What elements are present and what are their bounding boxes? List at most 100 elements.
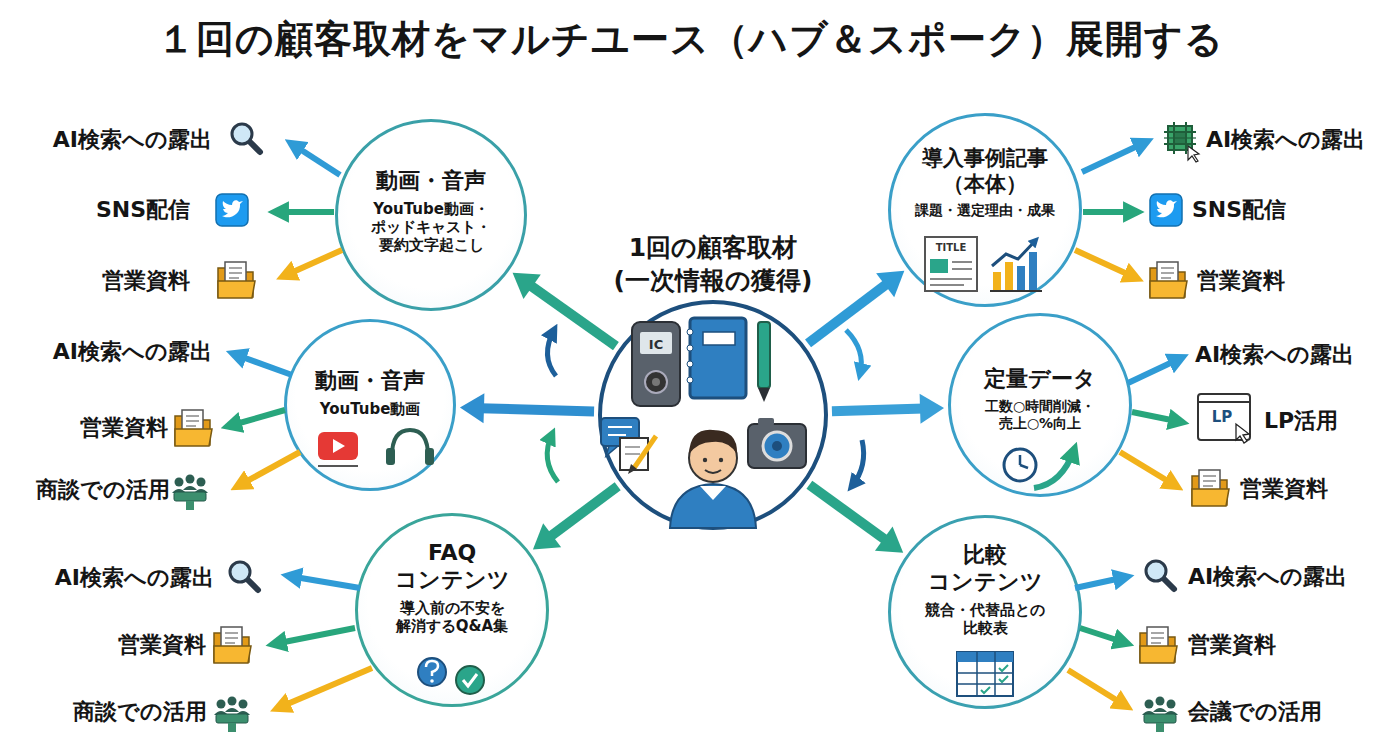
illustration-part [1120, 452, 1176, 486]
illustration-part [608, 426, 632, 428]
illustration-part [1132, 412, 1181, 422]
illustration-part [1017, 266, 1025, 290]
circle-heading: 動画・音声 [346, 168, 516, 195]
arrow-head [533, 523, 561, 549]
output-label: 会議での活用 [1188, 701, 1322, 723]
illustration-part [1164, 122, 1199, 162]
icon-label: IC [649, 338, 663, 351]
illustration-part [703, 332, 735, 345]
illustration-part [234, 354, 292, 375]
illustration-part [1068, 670, 1126, 706]
circle-body: YouTube動画 [295, 400, 445, 418]
illustration-part [333, 439, 345, 453]
illustration-part [625, 446, 640, 448]
circle-heading: FAQ コンテンツ [387, 540, 517, 594]
illustration-part [238, 452, 300, 486]
illustration-part [930, 259, 948, 273]
illustration-part [930, 278, 972, 280]
hub-connector [460, 393, 594, 423]
arrow-head [460, 393, 484, 423]
output-label: 営業資料 [80, 417, 168, 439]
circle-heading: 導入事例記事 （本体） [910, 146, 1060, 197]
circle-heading: 動画・音声 [295, 368, 445, 395]
illustration-part [758, 418, 774, 426]
illustration-part [645, 371, 667, 393]
illustration-part [763, 432, 791, 460]
illustration-part [846, 330, 861, 374]
illustration-part [425, 448, 434, 465]
illustration-part [232, 124, 260, 152]
output-label: 商談での活用 [36, 479, 170, 501]
illustration-part [1005, 262, 1013, 290]
hub-connector [513, 273, 616, 346]
illustration-part [1075, 250, 1136, 278]
illustration-part [976, 652, 978, 696]
hub-connector [808, 271, 904, 344]
spoke-circle: FAQ コンテンツ導入前の不安を解消するQ&A集 [355, 513, 549, 707]
circle-body: YouTube動画・ポッドキャスト・要約文字起こし [367, 200, 495, 255]
spoke-icons [172, 122, 1250, 732]
circle-body: 工数○時間削減・売上○%向上 [979, 398, 1101, 432]
hub-connector [533, 486, 618, 549]
illustration-part [719, 458, 723, 462]
illustration-part [957, 672, 1013, 674]
connector-line [549, 486, 618, 537]
output-label: AI検索への露出 [1206, 129, 1365, 151]
table-icon [957, 652, 1013, 696]
illustration-part [292, 144, 340, 175]
illustration-part [957, 683, 1013, 685]
illustration-part [748, 424, 806, 468]
illustration-part [690, 318, 746, 398]
output-label: 営業資料 [1240, 478, 1328, 500]
illustration-part [1198, 401, 1250, 403]
illustration-part [1019, 455, 1022, 465]
illustration-part [994, 652, 996, 696]
illustration-part [687, 361, 693, 367]
illustration-part [386, 448, 395, 465]
connector-line [808, 283, 888, 344]
illustration-part [1075, 577, 1126, 588]
circle-heading: 定量データ [965, 366, 1115, 393]
output-label: AI検索への露出 [55, 567, 214, 589]
illustration-part [547, 330, 556, 376]
circle-body: 導入前の不安を解消するQ&A集 [395, 599, 509, 636]
illustration-part [1128, 358, 1181, 383]
illustration-part [463, 674, 477, 686]
illustration-part [218, 262, 255, 298]
hub-connector [809, 485, 903, 553]
illustration-part [993, 272, 1001, 290]
illustration-part [652, 378, 660, 386]
illustration-part [1150, 194, 1182, 226]
illustration-part [1020, 465, 1028, 468]
illustration-part [640, 332, 672, 354]
illustration-part [216, 194, 248, 226]
illustration-part [426, 661, 438, 676]
illustration-part [175, 410, 212, 446]
illustration-part [930, 284, 964, 286]
output-label: 商談での活用 [73, 701, 207, 723]
illustration-part [952, 268, 972, 270]
illustration-part [1150, 262, 1187, 298]
connector-line [480, 408, 594, 411]
illustration-part [214, 627, 251, 663]
output-label: AI検索への露出 [1195, 344, 1354, 366]
icon-label: TITLE [936, 243, 967, 253]
illustration-part [318, 432, 358, 460]
illustration-part [625, 453, 640, 455]
spoke-circle: 動画・音声 YouTube動画 [284, 319, 456, 491]
illustration-part [1146, 561, 1174, 589]
illustration-part [456, 666, 484, 694]
lp-icon [1198, 394, 1250, 443]
output-label: 営業資料 [1188, 634, 1276, 656]
illustration-part [1004, 449, 1036, 481]
output-label: LP活用 [1264, 410, 1338, 432]
illustration-part [758, 322, 770, 388]
illustration-part [952, 261, 972, 263]
output-label: AI検索への露出 [1188, 566, 1347, 588]
illustration-part [318, 465, 358, 467]
spoke-circle: 動画・音声 YouTube動画・ポッドキャスト・要約文字起こし [335, 119, 527, 311]
spoke-circle: 導入事例記事 （本体）課題・選定理由・成果 [888, 113, 1082, 307]
illustration-part [632, 322, 680, 406]
illustration-part [274, 628, 355, 644]
